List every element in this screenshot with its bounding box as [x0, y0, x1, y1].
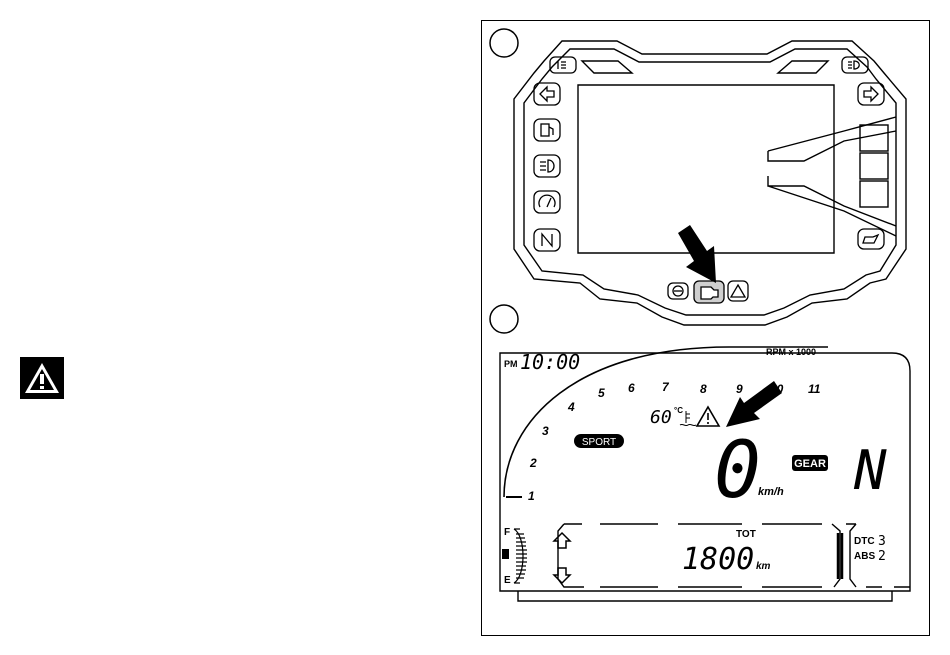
- callout-circle-1: [490, 29, 518, 57]
- speedometer: 0 km/h: [714, 426, 784, 516]
- figure-frame: PM 10:00 RPM x 1000 1 2 3 4 5 6 7 8 9 10…: [481, 20, 930, 636]
- riding-mode-badge: SPORT: [574, 434, 624, 448]
- left-indicator-column: [534, 57, 576, 251]
- rpm-tick: 11: [808, 382, 821, 396]
- engine-check-icon: [694, 281, 724, 303]
- gear-label: GEAR: [794, 458, 826, 470]
- rpm-tick: 8: [700, 382, 707, 396]
- fuel-pump-icon: [502, 549, 509, 559]
- high-beam-icon: [534, 155, 560, 177]
- odometer-value: 1800: [682, 542, 754, 577]
- tach-low-value: 1: [528, 489, 535, 503]
- clock-period: PM: [504, 359, 518, 369]
- turn-right-icon: [858, 83, 884, 105]
- oil-pressure-icon: [858, 229, 884, 249]
- neutral-icon: [534, 229, 560, 251]
- fuel-empty-label: E: [504, 575, 511, 586]
- riding-mode: SPORT: [582, 437, 616, 448]
- bottom-indicator-row: [668, 281, 748, 303]
- odometer-unit: km: [756, 561, 771, 572]
- rpm-tick: 9: [736, 382, 743, 396]
- rpm-label: RPM x 1000: [766, 347, 816, 357]
- fuel-gauge: F E: [502, 527, 527, 586]
- gear-value: N: [853, 439, 887, 502]
- traction-abs-levels: DTC 3 ABS 2: [854, 534, 886, 564]
- speed-unit: km/h: [758, 486, 784, 498]
- warning-triangle-icon: [20, 357, 64, 399]
- fuel-reserve-icon: [534, 119, 560, 141]
- rpm-scale: 1 2 3 4 5 6 7 8 9 10 11: [528, 380, 821, 503]
- dtc-label: DTC: [854, 536, 875, 547]
- speed-warning-icon: [534, 191, 560, 213]
- gear-indicator: GEAR N: [792, 439, 887, 502]
- pointer-arrow-2: [726, 381, 782, 427]
- coolant-temperature: 60 °C: [650, 406, 719, 428]
- fuel-level-bars: [514, 529, 527, 583]
- rpm-tick: 4: [567, 400, 575, 414]
- odometer-label: TOT: [736, 529, 756, 540]
- callout-circle-2: [490, 305, 518, 333]
- clock-value: 10:00: [520, 350, 580, 374]
- general-warning-icon: [728, 281, 748, 301]
- lcd-warning-icon: [697, 407, 719, 426]
- abs-value: 2: [878, 549, 886, 564]
- rpm-tick: 3: [542, 424, 549, 438]
- instrument-panel-figure: PM 10:00 RPM x 1000 1 2 3 4 5 6 7 8 9 10…: [482, 21, 931, 637]
- fuel-full-label: F: [504, 527, 510, 538]
- odometer: TOT 1800 km: [682, 529, 771, 577]
- shift-down-icon: [554, 568, 570, 583]
- dtc-value: 3: [878, 534, 886, 549]
- temperature-unit: °C: [674, 406, 683, 415]
- temperature-value: 60: [650, 407, 672, 428]
- pointer-arrow-1: [678, 225, 716, 283]
- shift-up-icon: [554, 533, 570, 548]
- abs-icon: [668, 283, 688, 299]
- turn-left-icon: [534, 83, 560, 105]
- rpm-tick: 7: [662, 380, 670, 394]
- speed-value: 0: [714, 426, 761, 516]
- abs-label: ABS: [854, 551, 875, 562]
- rpm-tick: 5: [598, 386, 605, 400]
- rpm-tick: 6: [628, 381, 635, 395]
- rpm-tick: 2: [529, 456, 537, 470]
